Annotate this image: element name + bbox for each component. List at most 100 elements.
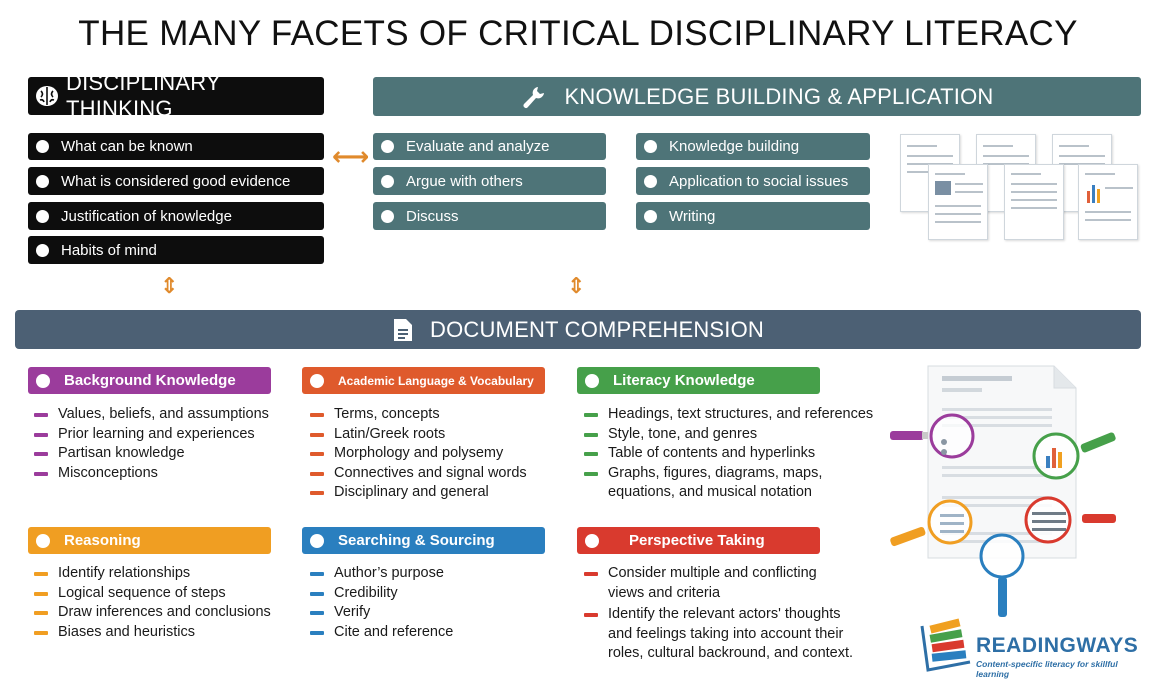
document-comprehension-header: DOCUMENT COMPREHENSION (15, 310, 1141, 349)
list-item: Cite and reference (304, 623, 564, 643)
category-reasoning: Reasoning (28, 527, 271, 554)
bullet-dot (36, 243, 49, 257)
kb-item-label: Evaluate and analyze (406, 138, 550, 155)
bullet-dot (585, 533, 599, 548)
academic-language-list: Terms, concepts Latin/Greek roots Morpho… (304, 405, 564, 503)
knowledge-building-title: KNOWLEDGE BUILDING & APPLICATION (564, 83, 994, 109)
disciplinary-thinking-header: DISCIPLINARY THINKING (28, 70, 324, 121)
list-item: Graphs, figures, diagrams, maps, (578, 464, 878, 484)
list-item: Author’s purpose (304, 564, 564, 584)
double-arrow-vertical-icon: ⇕ (160, 273, 179, 298)
background-knowledge-list: Values, beliefs, and assumptions Prior l… (28, 405, 288, 483)
literacy-knowledge-list: Headings, text structures, and reference… (578, 405, 878, 503)
list-item: Headings, text structures, and reference… (578, 405, 878, 425)
list-item-continued: and feelings taking into account their (608, 625, 844, 642)
dt-item-label: What is considered good evidence (61, 172, 291, 190)
doc-thumbnail (1078, 164, 1138, 240)
category-label: Background Knowledge (64, 372, 236, 389)
perspective-taking-list: Consider multiple and conflicting views … (578, 564, 878, 664)
double-arrow-horizontal-icon: ⟷ (332, 141, 370, 171)
list-item: Latin/Greek roots (304, 425, 564, 445)
list-item: Disciplinary and general (304, 483, 564, 503)
category-literacy-knowledge: Literacy Knowledge (577, 367, 820, 394)
kb-item: Argue with others (373, 167, 606, 195)
kb-item-label: Argue with others (406, 172, 523, 190)
bullet-dot (644, 209, 657, 223)
dt-item-label: What can be known (61, 138, 193, 155)
logo-name: READINGWAYS (976, 634, 1139, 657)
bullet-dot (36, 533, 50, 548)
readingways-logo: READINGWAYS Content-specific literacy fo… (918, 614, 1150, 679)
bullet-dot (381, 140, 394, 153)
kb-item-label: Discuss (406, 207, 459, 225)
dt-item: What can be known (28, 133, 324, 160)
brain-icon (34, 83, 60, 109)
category-academic-language: Academic Language & Vocabulary (302, 367, 545, 394)
bullet-dot (381, 174, 394, 188)
dt-item: Justification of knowledge (28, 202, 324, 230)
list-item: Misconceptions (28, 464, 288, 484)
knowledge-building-header: KNOWLEDGE BUILDING & APPLICATION (373, 77, 1141, 116)
bullet-dot (585, 373, 599, 388)
category-background-knowledge: Background Knowledge (28, 367, 271, 394)
kb-item: Application to social issues (636, 167, 870, 195)
category-perspective-taking: Perspective Taking (577, 527, 820, 554)
logo-tagline: Content-specific literacy for skillful l… (976, 659, 1118, 679)
bullet-dot (644, 174, 657, 188)
bullet-dot (310, 373, 324, 388)
list-item: Logical sequence of steps (28, 584, 288, 604)
searching-sourcing-list: Author’s purpose Credibility Verify Cite… (304, 564, 564, 642)
list-item: Identify relationships (28, 564, 288, 584)
dt-item-label: Justification of knowledge (61, 207, 232, 225)
category-label: Literacy Knowledge (613, 372, 755, 389)
list-item: Biases and heuristics (28, 623, 288, 643)
list-item: Consider multiple and conflicting (578, 564, 878, 584)
wrench-icon (521, 84, 547, 110)
dt-item: Habits of mind (28, 236, 324, 264)
page-title: THE MANY FACETS OF CRITICAL DISCIPLINARY… (78, 14, 1078, 53)
bullet-dot (36, 140, 49, 153)
bullet-dot (381, 209, 394, 223)
doc-thumbnail (1004, 164, 1064, 240)
disciplinary-thinking-title: DISCIPLINARY THINKING (66, 70, 221, 121)
list-item: Terms, concepts (304, 405, 564, 425)
category-label: Searching & Sourcing (338, 532, 495, 549)
list-item-continued: equations, and musical notation (608, 484, 812, 500)
category-label: Perspective Taking (629, 532, 765, 549)
list-item-continued: roles, cultural backround, and context. (608, 645, 854, 661)
kb-item: Discuss (373, 202, 606, 230)
document-icon (392, 317, 414, 343)
list-item: Connectives and signal words (304, 464, 564, 484)
category-label: Academic Language & Vocabulary (338, 373, 534, 388)
bullet-dot (644, 140, 657, 153)
list-item: Partisan knowledge (28, 444, 288, 464)
books-logo-icon (918, 614, 974, 672)
kb-item-label: Writing (669, 207, 716, 225)
list-item: Morphology and polysemy (304, 444, 564, 464)
documents-illustration (896, 130, 1142, 244)
dt-item: What is considered good evidence (28, 167, 324, 195)
list-item: Draw inferences and conclusions (28, 603, 288, 623)
list-item: Prior learning and experiences (28, 425, 288, 445)
kb-item: Writing (636, 202, 870, 230)
bullet-dot (36, 174, 49, 188)
document-comprehension-title: DOCUMENT COMPREHENSION (429, 316, 764, 342)
list-item: Values, beliefs, and assumptions (28, 405, 288, 425)
bullet-dot (36, 373, 50, 388)
kb-item: Knowledge building (636, 133, 870, 160)
list-item: Style, tone, and genres (578, 425, 878, 445)
kb-item-label: Knowledge building (669, 138, 800, 155)
kb-item: Evaluate and analyze (373, 133, 606, 160)
bullet-dot (310, 533, 324, 548)
list-item: Table of contents and hyperlinks (578, 444, 878, 464)
list-item: Identify the relevant actors' thoughts (578, 605, 878, 625)
list-item: Verify (304, 603, 564, 623)
category-label: Reasoning (64, 532, 141, 549)
reasoning-list: Identify relationships Logical sequence … (28, 564, 288, 642)
dt-item-label: Habits of mind (61, 241, 157, 259)
doc-thumbnail (928, 164, 988, 240)
category-searching-sourcing: Searching & Sourcing (302, 527, 545, 554)
kb-item-label: Application to social issues (669, 172, 849, 190)
double-arrow-vertical-icon: ⇕ (567, 273, 586, 298)
list-item-continued: views and criteria (608, 584, 721, 601)
